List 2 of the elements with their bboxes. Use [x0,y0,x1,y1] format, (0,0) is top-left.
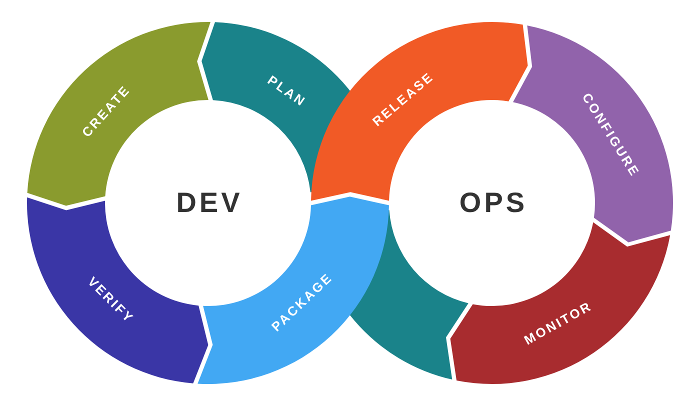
ring-center-label: OPS [458,189,528,217]
ring-center-label: DEV [175,189,243,217]
